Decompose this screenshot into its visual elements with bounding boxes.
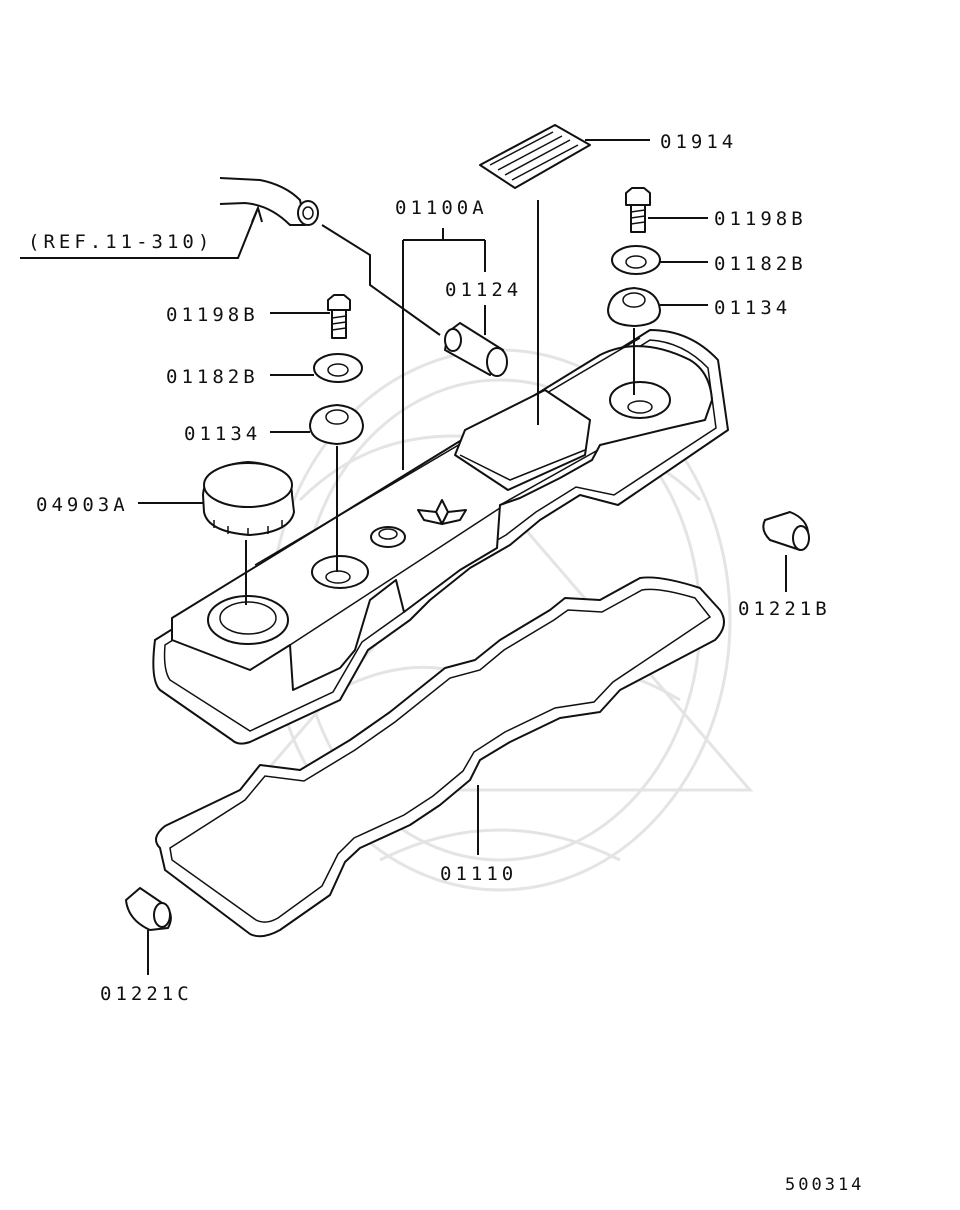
label-01124: 01124 xyxy=(445,279,522,301)
label-plate xyxy=(479,124,591,189)
label-01198b-right: 01198B xyxy=(714,208,807,230)
washer-right xyxy=(611,245,661,275)
label-01221c: 01221C xyxy=(100,983,193,1005)
label-04903a: 04903A xyxy=(36,494,129,516)
label-ref-11-310: (REF.11-310) xyxy=(28,231,213,253)
label-01182b-right: 01182B xyxy=(714,253,807,275)
diagram-code: 500314 xyxy=(785,1175,864,1195)
label-01110: 01110 xyxy=(440,863,517,885)
label-01134-left: 01134 xyxy=(184,423,261,445)
oil-filler-cap xyxy=(202,461,295,536)
leader-lines xyxy=(20,139,787,975)
grommet-left xyxy=(309,404,364,445)
label-01198b-left: 01198B xyxy=(166,304,259,326)
label-01182b-left: 01182B xyxy=(166,366,259,388)
bolt-right xyxy=(625,187,651,233)
pcv-valve xyxy=(444,322,508,377)
rocker-cover-gasket xyxy=(155,576,725,938)
breather-hose xyxy=(219,177,319,226)
three-diamond-logo xyxy=(417,499,467,525)
washer-left xyxy=(313,353,363,383)
label-01134-right: 01134 xyxy=(714,297,791,319)
semi-circular-plug-right xyxy=(762,511,810,551)
bolt-left xyxy=(327,294,351,339)
label-01914: 01914 xyxy=(660,131,737,153)
semi-circular-plug-left xyxy=(125,887,172,931)
label-01221b: 01221B xyxy=(738,598,831,620)
label-01100a: 01100A xyxy=(395,197,488,219)
grommet-right xyxy=(607,287,661,327)
part-labels: (REF.11-310) 01914 01100A 01124 01198B 0… xyxy=(28,131,864,1195)
rocker-cover xyxy=(152,329,729,745)
